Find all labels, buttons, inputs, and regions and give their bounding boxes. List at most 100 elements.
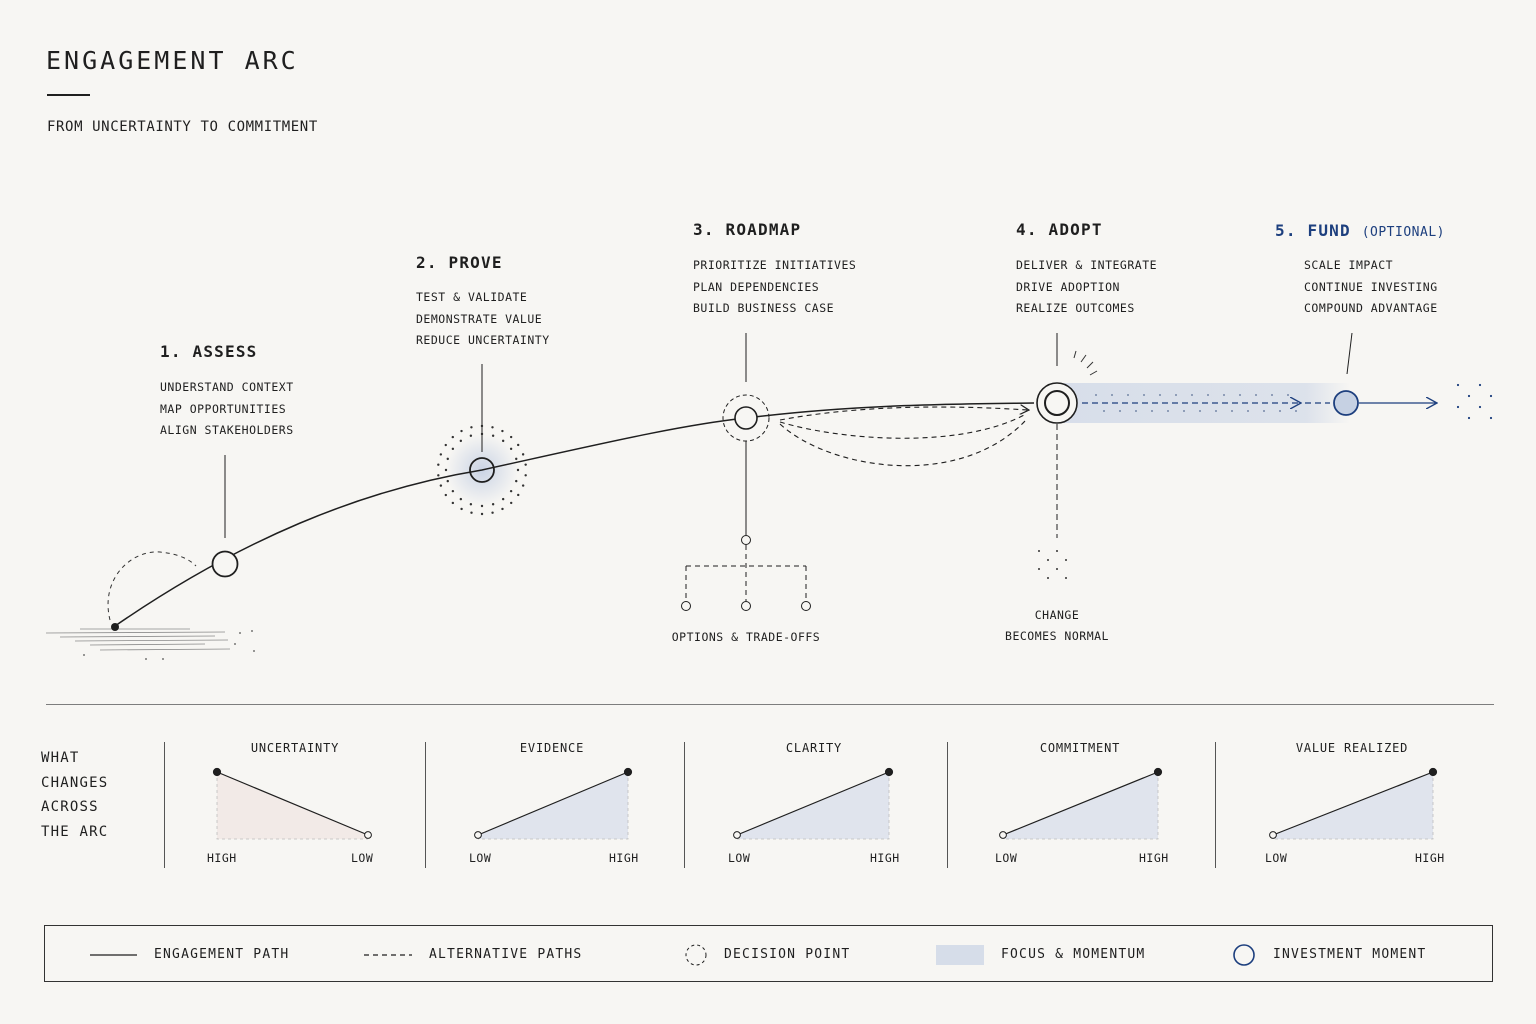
metric-baseline bbox=[1273, 772, 1434, 840]
roadmap-node bbox=[734, 406, 758, 430]
decor-dot bbox=[521, 484, 525, 487]
metric-evidence-end-label: HIGH bbox=[609, 851, 639, 865]
decor-dot bbox=[446, 479, 449, 483]
decor-dot bbox=[469, 434, 473, 437]
fund-dot-grid bbox=[1456, 383, 1493, 420]
decor-dot bbox=[439, 484, 443, 487]
metric-point bbox=[999, 831, 1007, 839]
decor-dot bbox=[1151, 410, 1153, 412]
legend-engagement-path: ENGAGEMENT PATH bbox=[154, 947, 290, 962]
ground-dots bbox=[83, 630, 255, 660]
legend-focus-swatch bbox=[936, 945, 984, 965]
decor-dot bbox=[1199, 410, 1201, 412]
decor-dot bbox=[1047, 577, 1049, 579]
decor-dot bbox=[1456, 383, 1460, 387]
decor-dot bbox=[437, 463, 440, 466]
decor-dot bbox=[509, 447, 513, 451]
options-label: OPTIONS & TRADE-OFFS bbox=[671, 630, 821, 644]
decor-dot bbox=[1295, 410, 1297, 412]
decor-dot bbox=[444, 493, 448, 497]
legend-box bbox=[44, 925, 1493, 982]
metric-area bbox=[217, 772, 368, 839]
decor-dot bbox=[1263, 410, 1265, 412]
decor-dot bbox=[1183, 410, 1185, 412]
decor-dot bbox=[491, 503, 495, 506]
metric-value-realized-end-label: HIGH bbox=[1415, 851, 1445, 865]
panel-separator bbox=[425, 742, 426, 868]
metric-commitment-title: COMMITMENT bbox=[1039, 741, 1121, 755]
title-underline bbox=[47, 94, 90, 96]
metric-point bbox=[1153, 767, 1163, 777]
metric-trend-line bbox=[477, 771, 629, 836]
decor-dot bbox=[1215, 410, 1217, 412]
option-node-3 bbox=[801, 601, 811, 611]
metric-point bbox=[1428, 767, 1438, 777]
metric-clarity-start-label: LOW bbox=[728, 851, 751, 865]
decor-dot bbox=[1143, 394, 1145, 396]
metric-area bbox=[737, 772, 889, 839]
metric-trend-line bbox=[736, 771, 890, 836]
alt-path-3 bbox=[779, 419, 1027, 467]
decor-dot bbox=[1095, 394, 1097, 396]
options-root bbox=[741, 535, 751, 545]
stage-assess-title: 1. ASSESS bbox=[160, 342, 258, 361]
metric-baseline bbox=[216, 772, 368, 840]
decor-dot bbox=[1135, 410, 1137, 412]
legend-investment-icon bbox=[1233, 944, 1255, 966]
decor-dot bbox=[1287, 394, 1289, 396]
metric-baseline bbox=[737, 772, 890, 840]
decor-dot bbox=[451, 501, 455, 505]
decor-dot bbox=[524, 463, 527, 466]
decor-dot bbox=[501, 497, 505, 501]
ground-sketch bbox=[45, 628, 231, 651]
decor-dot bbox=[1056, 550, 1058, 552]
decor-dot bbox=[439, 453, 443, 456]
metric-value-realized-title: VALUE REALIZED bbox=[1295, 741, 1409, 755]
decor-dot bbox=[470, 426, 473, 429]
decor-dot bbox=[1489, 394, 1493, 398]
decor-dot bbox=[509, 435, 513, 439]
decor-dot bbox=[1478, 383, 1482, 387]
decor-dot bbox=[1167, 410, 1169, 412]
decor-dot bbox=[460, 429, 463, 433]
metric-uncertainty-start-label: HIGH bbox=[207, 851, 237, 865]
decor-dot bbox=[1231, 410, 1233, 412]
decor-dot bbox=[1478, 405, 1482, 409]
decor-dot bbox=[1056, 568, 1058, 570]
decor-dot bbox=[1467, 394, 1471, 398]
decor-dot bbox=[451, 435, 454, 439]
metric-charts bbox=[212, 767, 1438, 840]
change-dot-grid bbox=[1038, 550, 1067, 579]
decor-dot bbox=[515, 479, 518, 483]
decor-dot bbox=[1223, 394, 1225, 396]
option-node-1 bbox=[681, 601, 691, 611]
decor-dot bbox=[1159, 394, 1161, 396]
decor-dot bbox=[510, 501, 513, 505]
decor-dot bbox=[491, 434, 495, 437]
decor-dot bbox=[480, 504, 484, 508]
decor-dot bbox=[1239, 394, 1241, 396]
decor-dot bbox=[1467, 416, 1471, 420]
metric-clarity-end-label: HIGH bbox=[870, 851, 900, 865]
alt-path-1 bbox=[779, 407, 1028, 421]
decor-dot bbox=[1255, 394, 1257, 396]
metric-trend-line bbox=[216, 771, 369, 836]
decor-dot bbox=[501, 507, 504, 511]
stage-fund-qualifier: (OPTIONAL) bbox=[1361, 225, 1445, 240]
metric-point bbox=[733, 831, 741, 839]
stage-prove-title: 2. PROVE bbox=[416, 253, 503, 272]
decor-dot bbox=[491, 426, 494, 429]
decor-dot bbox=[1065, 577, 1067, 579]
decor-dot bbox=[516, 443, 520, 447]
decor-dot bbox=[446, 457, 449, 461]
metric-trend-line bbox=[1002, 771, 1159, 836]
decor-dot bbox=[1038, 568, 1040, 570]
engagement-path bbox=[114, 402, 1035, 627]
decor-dot bbox=[1207, 394, 1209, 396]
decor-dot bbox=[501, 439, 505, 443]
